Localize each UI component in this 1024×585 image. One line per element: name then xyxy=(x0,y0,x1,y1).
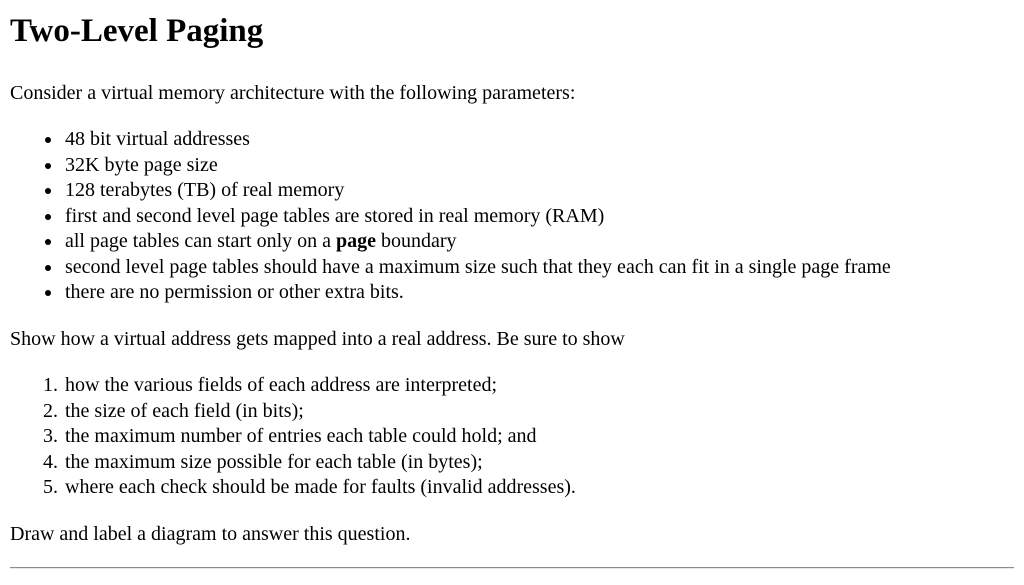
list-item: the maximum number of entries each table… xyxy=(63,424,1014,450)
list-item: the maximum size possible for each table… xyxy=(63,450,1014,476)
parameters-list: 48 bit virtual addresses 32K byte page s… xyxy=(10,127,1014,306)
requirements-list: how the various fields of each address a… xyxy=(10,373,1014,501)
list-item: 128 terabytes (TB) of real memory xyxy=(63,178,1014,204)
list-item: 48 bit virtual addresses xyxy=(63,127,1014,153)
list-item: 32K byte page size xyxy=(63,153,1014,179)
list-item: how the various fields of each address a… xyxy=(63,373,1014,399)
horizontal-rule xyxy=(10,567,1014,570)
list-item: all page tables can start only on a page… xyxy=(63,229,1014,255)
closing-paragraph: Draw and label a diagram to answer this … xyxy=(10,522,411,545)
list-item: there are no permission or other extra b… xyxy=(63,280,1014,306)
list-item: first and second level page tables are s… xyxy=(63,204,1014,230)
show-paragraph: Show how a virtual address gets mapped i… xyxy=(10,327,625,350)
list-item: second level page tables should have a m… xyxy=(63,255,1014,281)
list-item: where each check should be made for faul… xyxy=(63,475,1014,501)
list-item-text: boundary xyxy=(376,230,457,253)
list-item: the size of each field (in bits); xyxy=(63,399,1014,425)
intro-paragraph: Consider a virtual memory architecture w… xyxy=(10,81,576,104)
bold-word: page xyxy=(336,230,377,253)
list-item-text: all page tables can start only on a xyxy=(65,230,337,253)
page-title: Two-Level Paging xyxy=(10,13,264,49)
